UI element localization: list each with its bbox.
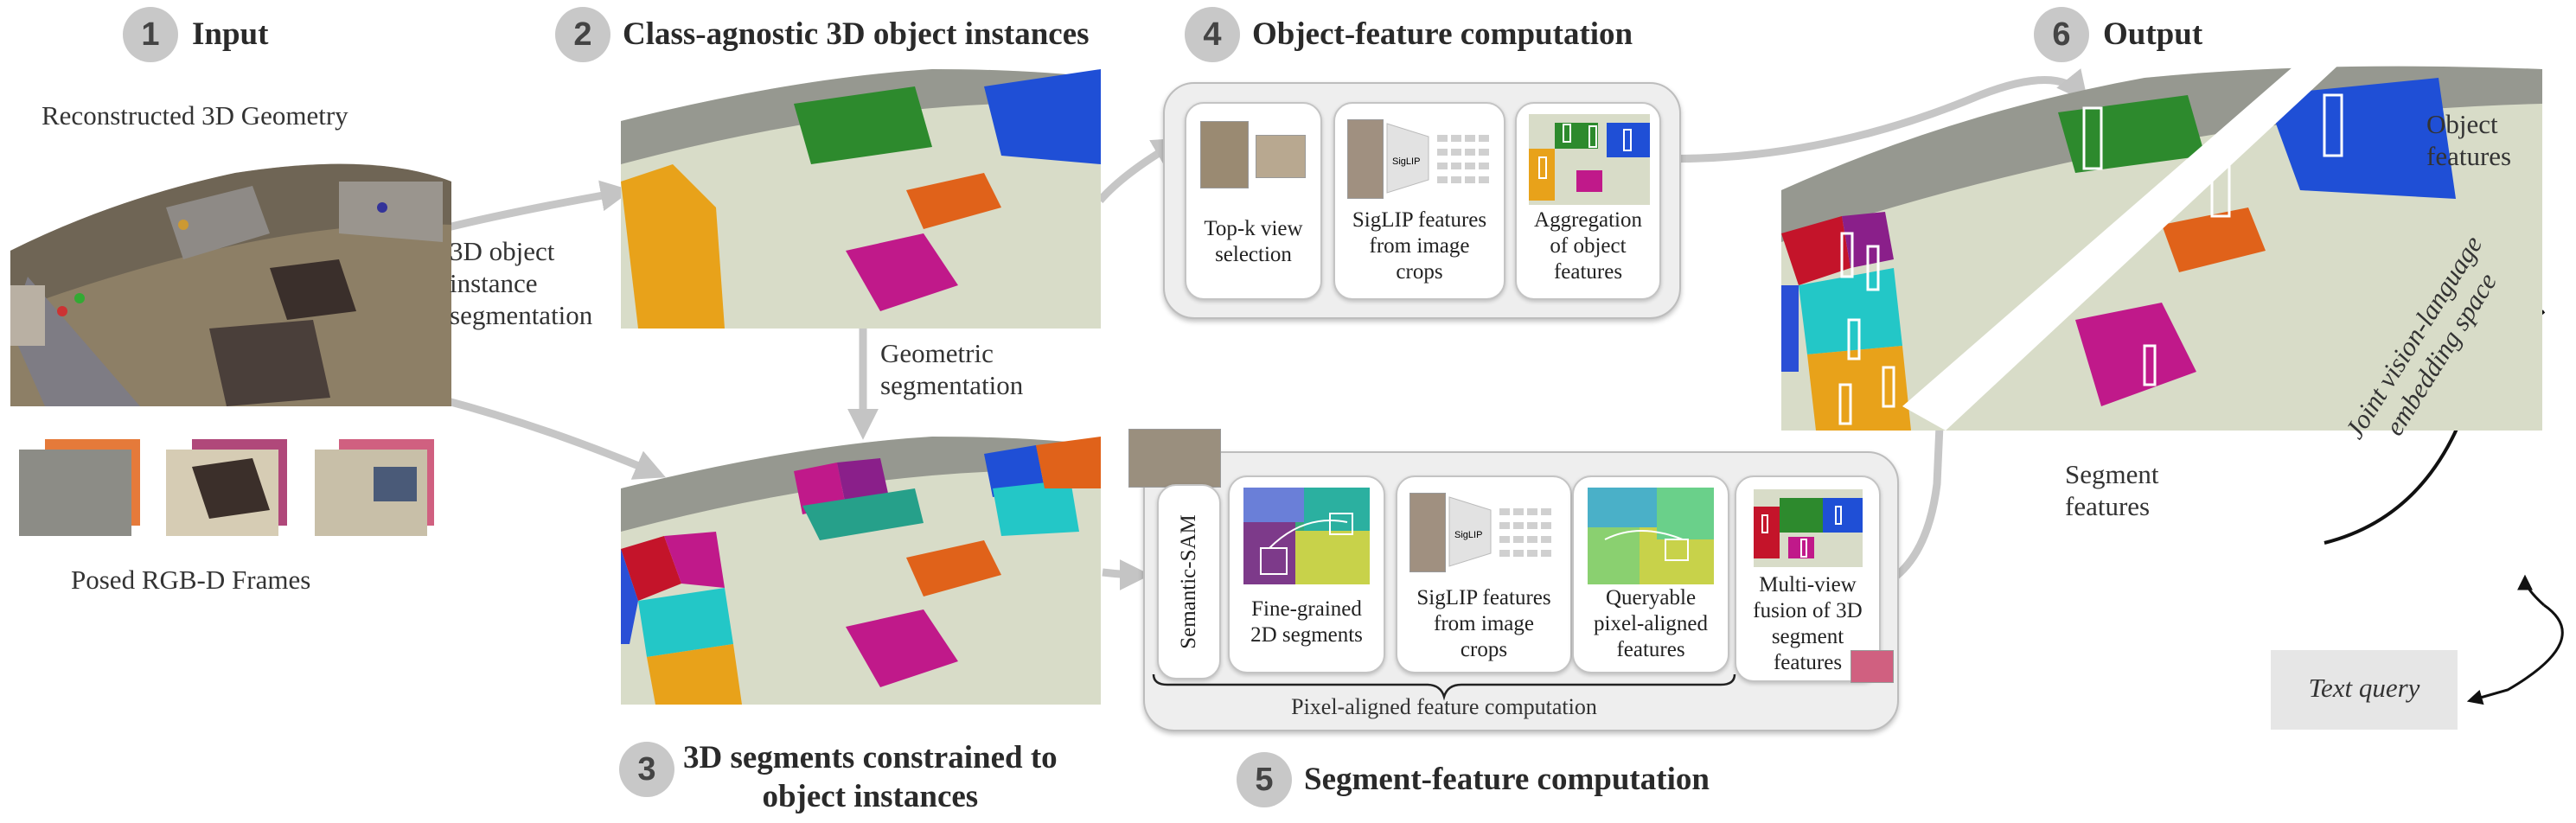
text-query-box[interactable]: Text query (2271, 650, 2458, 730)
step-3-title-line2: object instances (762, 779, 979, 814)
siglip-object-encoder: SigLIP (1386, 123, 1489, 194)
aggregation-line2: of object (1550, 234, 1627, 258)
topk-line2: selection (1215, 243, 1292, 266)
multiview-text: Multi-view fusion of 3D segment features (1736, 572, 1879, 676)
queryable-features-thumb (1588, 488, 1714, 584)
queryable-line3: features (1616, 638, 1685, 661)
siglip-object-line1: SigLIP features (1352, 208, 1487, 232)
topk-view-text: Top-k view selection (1186, 216, 1320, 268)
step-6-title: Output (2103, 16, 2203, 52)
text-query-label: Text query (2308, 673, 2420, 703)
semantic-sam-input-thumb (1128, 429, 1221, 488)
step-4-circle: 4 (1185, 7, 1240, 62)
siglip-segment-tag: SigLIP (1454, 530, 1482, 540)
instance-seg-arrow-label: 3D object instance segmentation (450, 235, 592, 332)
fine-grained-line2: 2D segments (1250, 623, 1363, 647)
multiview-frames-thumb (1851, 650, 1894, 683)
multiview-fusion-card: Multi-view fusion of 3D segment features (1735, 475, 1881, 682)
multiview-line2: fusion of 3D (1753, 599, 1863, 622)
text-query-arrow (2466, 603, 2564, 705)
topk-view-card: Top-k view selection (1185, 102, 1322, 300)
semantic-sam-card: Semantic-SAM (1157, 484, 1221, 679)
topk-view-thumb-2 (1256, 135, 1306, 178)
output-scene (1781, 61, 2542, 431)
siglip-segment-line1: SigLIP features (1416, 586, 1551, 609)
multiview-line1: Multi-view (1759, 573, 1857, 597)
step-1-circle: 1 (123, 7, 178, 62)
queryable-text: Queryable pixel-aligned features (1574, 585, 1728, 663)
fine-grained-line1: Fine-grained (1251, 597, 1362, 621)
step-5-circle: 5 (1237, 752, 1292, 807)
fine-grained-seg-thumb (1243, 488, 1370, 584)
siglip-object-tag: SigLIP (1392, 156, 1420, 167)
geometry-label: Reconstructed 3D Geometry (42, 100, 348, 131)
siglip-segment-line2: from image (1434, 612, 1534, 635)
arrow-segments-to-segfeat (1102, 558, 1151, 590)
queryable-line1: Queryable (1605, 586, 1697, 609)
topk-line1: Top-k view (1204, 217, 1303, 240)
step-1-title: Input (192, 16, 269, 52)
step-3-title-line1: 3D segments constrained to (683, 740, 1058, 775)
step-3-title: 3D segments constrained to object instan… (683, 739, 1058, 815)
siglip-segment-encoder: SigLIP (1448, 496, 1551, 567)
arrow-segfeat-to-output (1889, 397, 1955, 583)
geometric-seg-line2: segmentation (880, 370, 1024, 401)
instance-seg-line1: 3D object (450, 236, 555, 266)
rgbd-frames-image (19, 439, 434, 536)
step-2-circle: 2 (555, 7, 610, 62)
instance-seg-line2: instance (450, 268, 538, 299)
segment-features-label: Segment features (2065, 458, 2159, 522)
siglip-segment-crop-thumb (1409, 493, 1446, 572)
arrow-objfeat-to-output (1646, 68, 2088, 163)
queryable-card: Queryable pixel-aligned features (1572, 475, 1729, 673)
object-features-line1: Object (2426, 109, 2498, 139)
aggregation-text: Aggregation of object features (1517, 207, 1659, 285)
instances-scene (621, 69, 1101, 329)
reconstructed-geometry-image (10, 163, 451, 406)
geometric-seg-line1: Geometric (880, 338, 994, 368)
segment-features-line2: features (2065, 491, 2151, 522)
step-4-title: Object-feature computation (1252, 16, 1633, 52)
instance-seg-line3: segmentation (450, 300, 593, 331)
aggregation-line3: features (1553, 260, 1623, 284)
queryable-line2: pixel-aligned (1594, 612, 1708, 635)
aggregation-scene-thumb (1529, 114, 1650, 205)
siglip-object-line3: crops (1396, 260, 1443, 284)
semantic-sam-label: Semantic-SAM (1177, 514, 1200, 649)
multiview-scene-thumb (1754, 489, 1863, 567)
multiview-line4: features (1773, 651, 1843, 674)
step-2-title: Class-agnostic 3D object instances (623, 16, 1090, 52)
segment-features-line1: Segment (2065, 459, 2159, 489)
siglip-object-text: SigLIP features from image crops (1335, 207, 1504, 285)
siglip-object-line2: from image (1369, 234, 1470, 258)
object-features-line2: features (2426, 141, 2512, 172)
siglip-object-card: SigLIP SigLIP features from image crops (1333, 102, 1505, 300)
fine-grained-text: Fine-grained 2D segments (1230, 597, 1384, 648)
siglip-segment-line3: crops (1460, 638, 1508, 661)
siglip-object-crop-thumb (1347, 119, 1384, 199)
siglip-segment-text: SigLIP features from image crops (1397, 585, 1570, 663)
step-6-circle: 6 (2034, 7, 2089, 62)
step-5-title: Segment-feature computation (1304, 762, 1710, 797)
siglip-segment-card: SigLIP SigLIP features from image crops (1396, 475, 1572, 673)
segments-scene (621, 437, 1101, 705)
object-features-label: Object features (2426, 108, 2511, 172)
fine-grained-card: Fine-grained 2D segments (1228, 475, 1385, 673)
frames-label: Posed RGB-D Frames (71, 565, 311, 595)
multiview-line3: segment (1771, 625, 1844, 648)
geometric-seg-arrow-label: Geometric segmentation (880, 337, 1023, 401)
topk-view-thumb-1 (1200, 121, 1249, 188)
aggregation-line1: Aggregation (1534, 208, 1642, 232)
pixel-aligned-bracket (1152, 673, 1736, 701)
pixel-aligned-caption: Pixel-aligned feature computation (1291, 694, 1597, 719)
step-3-circle: 3 (619, 742, 674, 797)
aggregation-card: Aggregation of object features (1515, 102, 1661, 300)
